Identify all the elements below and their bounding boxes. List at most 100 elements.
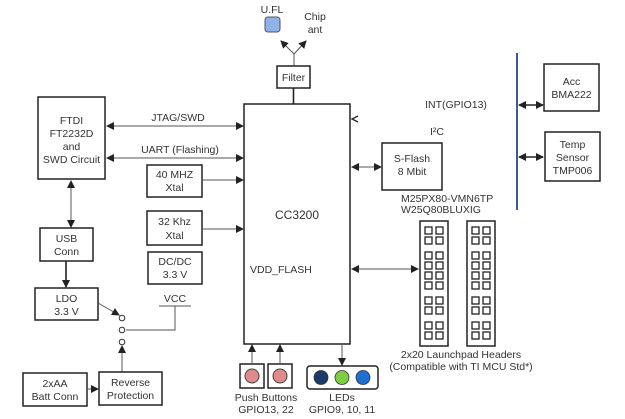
- i2c-label: I²C: [430, 126, 444, 138]
- reverse-line-1: Reverse: [111, 377, 150, 389]
- ldo-block: LDO 3.3 V: [34, 287, 99, 321]
- vdd-flash-label: VDD_FLASH: [250, 264, 312, 276]
- header-pin: [424, 226, 433, 235]
- ftdi-line-4: SWD Circuit: [43, 154, 100, 166]
- header-pin: [482, 331, 491, 340]
- acc-line-2: BMA222: [551, 89, 591, 101]
- dcdc-line-1: DC/DC: [158, 256, 192, 268]
- int-arrowhead: [350, 115, 359, 123]
- batt-conn-block: 2xAA Batt Conn: [22, 372, 88, 407]
- sflash-block: S-Flash 8 Mbit: [381, 142, 443, 191]
- ldo-switch-arrow: [97, 302, 120, 316]
- header-pin: [471, 281, 480, 290]
- push-button-1: [239, 363, 265, 389]
- header-pin: [482, 296, 491, 305]
- buttons-label-2: GPIO13, 22: [238, 404, 294, 416]
- header-pin: [435, 261, 444, 270]
- led-blue-icon: [355, 370, 371, 385]
- switch-terminal-batt: [118, 338, 126, 346]
- mcu-name: CC3200: [275, 208, 319, 222]
- dcdc-line-2: 3.3 V: [163, 269, 188, 281]
- header-pin: [471, 261, 480, 270]
- leds-block: [306, 365, 379, 390]
- filter-label: Filter: [282, 72, 306, 84]
- header-pin: [482, 321, 491, 330]
- sflash-line-2: 8 Mbit: [398, 166, 427, 178]
- header-pin: [471, 226, 480, 235]
- header-pin: [424, 271, 433, 280]
- xtal32-line-2: Xtal: [165, 230, 183, 242]
- reverse-protection-block: Reverse Protection: [98, 371, 163, 406]
- ftdi-line-1: FTDI: [60, 115, 83, 127]
- header-pin: [424, 281, 433, 290]
- reverse-line-2: Protection: [107, 390, 154, 402]
- header-pin: [435, 281, 444, 290]
- switch-terminal-common: [118, 326, 126, 334]
- uart-label: UART (Flashing): [141, 144, 219, 156]
- vcc-wire: [126, 306, 176, 331]
- ftdi-block: FTDI FT2232D and SWD Circuit: [37, 96, 106, 180]
- jtag-label: JTAG/SWD: [151, 112, 205, 124]
- xtal-32khz-block: 32 Khz Xtal: [146, 210, 203, 246]
- header-pin: [424, 236, 433, 245]
- sflash-line-1: S-Flash: [394, 153, 430, 165]
- ufl-label: U.FL: [261, 4, 284, 16]
- header-pin: [482, 226, 491, 235]
- ftdi-line-3: and: [63, 141, 81, 153]
- button-dot-icon: [272, 368, 288, 384]
- switch-terminal-ldo: [118, 314, 126, 322]
- ftdi-line-2: FT2232D: [50, 128, 94, 140]
- header-pin: [435, 236, 444, 245]
- header-pin: [482, 306, 491, 315]
- accelerometer-block: Acc BMA222: [543, 63, 600, 112]
- header-pin: [435, 321, 444, 330]
- header-pin: [471, 321, 480, 330]
- header-pin: [435, 331, 444, 340]
- sflash-part-2: W25Q80BLUXIG: [401, 204, 481, 216]
- header-pin: [482, 236, 491, 245]
- ufl-connector-icon: [264, 16, 281, 33]
- int-gpio13-label: INT(GPIO13): [425, 99, 487, 111]
- header-pin: [471, 236, 480, 245]
- xtal40-line-2: Xtal: [165, 182, 183, 194]
- temp-sensor-block: Temp Sensor TMP006: [544, 131, 601, 182]
- temp-line-3: TMP006: [553, 165, 593, 177]
- header-pin: [471, 306, 480, 315]
- header-pin: [471, 271, 480, 280]
- batt-line-2: Batt Conn: [32, 391, 79, 403]
- button-dot-icon: [244, 368, 260, 384]
- header-pin: [435, 251, 444, 260]
- launchpad-header-right: [466, 220, 496, 347]
- header-pin: [471, 251, 480, 260]
- push-button-2: [267, 363, 293, 389]
- ufl-arrow: [280, 40, 295, 55]
- temp-line-1: Temp: [560, 139, 586, 151]
- chip-ant-arrow: [293, 40, 307, 55]
- header-pin: [482, 271, 491, 280]
- usb-line-1: USB: [56, 233, 78, 245]
- sflash-part-1: M25PX80-VMN6TP: [401, 193, 493, 205]
- header-pin: [471, 331, 480, 340]
- launchpad-header-left: [419, 220, 449, 347]
- header-pin: [435, 296, 444, 305]
- header-pin: [471, 296, 480, 305]
- vcc-label: VCC: [164, 293, 187, 305]
- led-green-icon: [334, 370, 350, 385]
- batt-line-1: 2xAA: [42, 378, 67, 390]
- chip-ant-label-2: ant: [308, 24, 323, 36]
- usb-line-2: Conn: [54, 246, 79, 258]
- headers-label-1: 2x20 Launchpad Headers: [401, 349, 521, 361]
- header-pin: [482, 251, 491, 260]
- xtal-40mhz-block: 40 MHZ Xtal: [146, 164, 203, 198]
- header-pin: [424, 296, 433, 305]
- header-pin: [435, 306, 444, 315]
- xtal40-line-1: 40 MHZ: [156, 169, 194, 181]
- leds-label-1: LEDs: [329, 392, 355, 404]
- headers-label-2: (Compatible with TI MCU Std*): [389, 361, 532, 373]
- acc-line-1: Acc: [563, 76, 581, 88]
- header-pin: [435, 226, 444, 235]
- ldo-line-1: LDO: [56, 293, 78, 305]
- leds-label-2: GPIO9, 10, 11: [309, 404, 376, 416]
- header-pin: [482, 261, 491, 270]
